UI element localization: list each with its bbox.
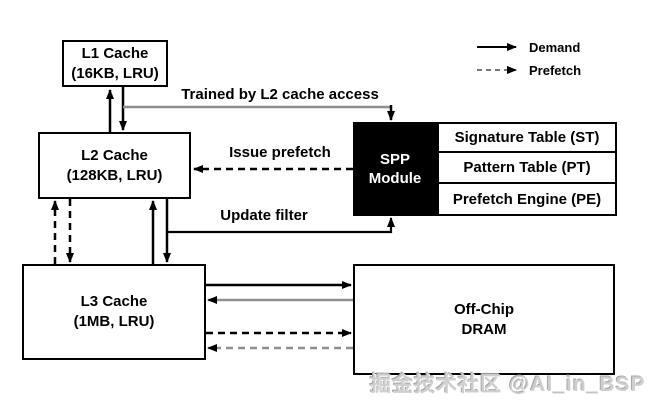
l1-cache-spec: (16KB, LRU) [71,64,159,82]
legend-prefetch-label: Prefetch [529,63,582,78]
dram-name-line1: Off-Chip [454,300,514,318]
l1-cache-box: L1 Cache (16KB, LRU) [62,40,168,87]
spp-module-name-line1: SPP [379,151,410,168]
dram-box: Off-Chip DRAM [353,264,615,375]
l3-cache-spec: (1MB, LRU) [73,313,155,330]
pattern-table-label: Pattern Table (PT) [463,159,591,176]
issue-prefetch-label: Issue prefetch [229,144,331,161]
spp-table-row-pattern-table: Pattern Table (PT) [437,151,617,184]
l2-cache-name: L2 Cache [81,146,148,164]
spp-table-row-signature-table: Signature Table (ST) [437,122,617,153]
legend-demand-label: Demand [529,40,581,55]
prefetch-engine-label: Prefetch Engine (PE) [452,190,602,208]
update-filter-label: Update filter [220,207,308,224]
update-filter-arrow [167,217,395,234]
watermark: 掘金技术社区 @AI_in_BSP [370,373,646,396]
l3-cache-box: L3 Cache (1MB, LRU) [22,264,206,360]
spp-module-box: SPP Module [353,122,437,216]
signature-table-label: Signature Table (ST) [454,129,600,146]
dram-name-line2: DRAM [461,320,507,338]
l2-cache-spec: (128KB, LRU) [66,166,163,184]
l2-cache-box: L2 Cache (128KB, LRU) [38,132,191,199]
l3-cache-name: L3 Cache [80,293,148,310]
spp-table-row-prefetch-engine: Prefetch Engine (PE) [437,182,617,216]
spp-module-name-line2: Module [368,170,422,187]
trained-by-l2-label: Trained by L2 cache access [181,86,379,103]
l1-cache-name: L1 Cache [81,44,149,62]
